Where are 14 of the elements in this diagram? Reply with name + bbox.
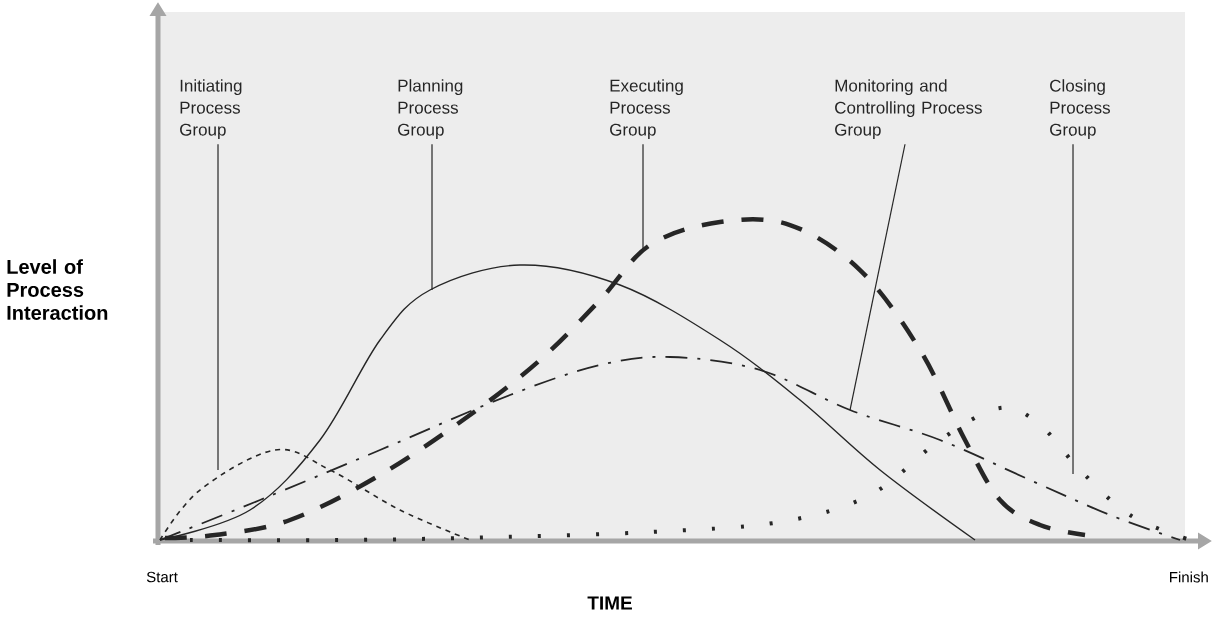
process-group-label: Initiating Process Group <box>180 79 242 140</box>
leader-line <box>849 143 906 411</box>
leader-line <box>1072 143 1074 475</box>
leader-line <box>217 143 219 471</box>
axis-label: Start <box>146 571 178 583</box>
process-group-label: Planning Process Group <box>398 79 463 140</box>
leader-line <box>431 143 433 291</box>
process-group-label: Executing Process Group <box>610 79 683 140</box>
axis-title: Level of Process Interaction <box>7 259 108 320</box>
process-group-label: Monitoring and Controlling Process Group <box>835 79 982 140</box>
axis-title: TIME <box>587 596 632 610</box>
process-group-label: Closing Process Group <box>1050 79 1110 140</box>
axis-label: Finish <box>1170 571 1208 583</box>
leader-line <box>642 143 644 251</box>
